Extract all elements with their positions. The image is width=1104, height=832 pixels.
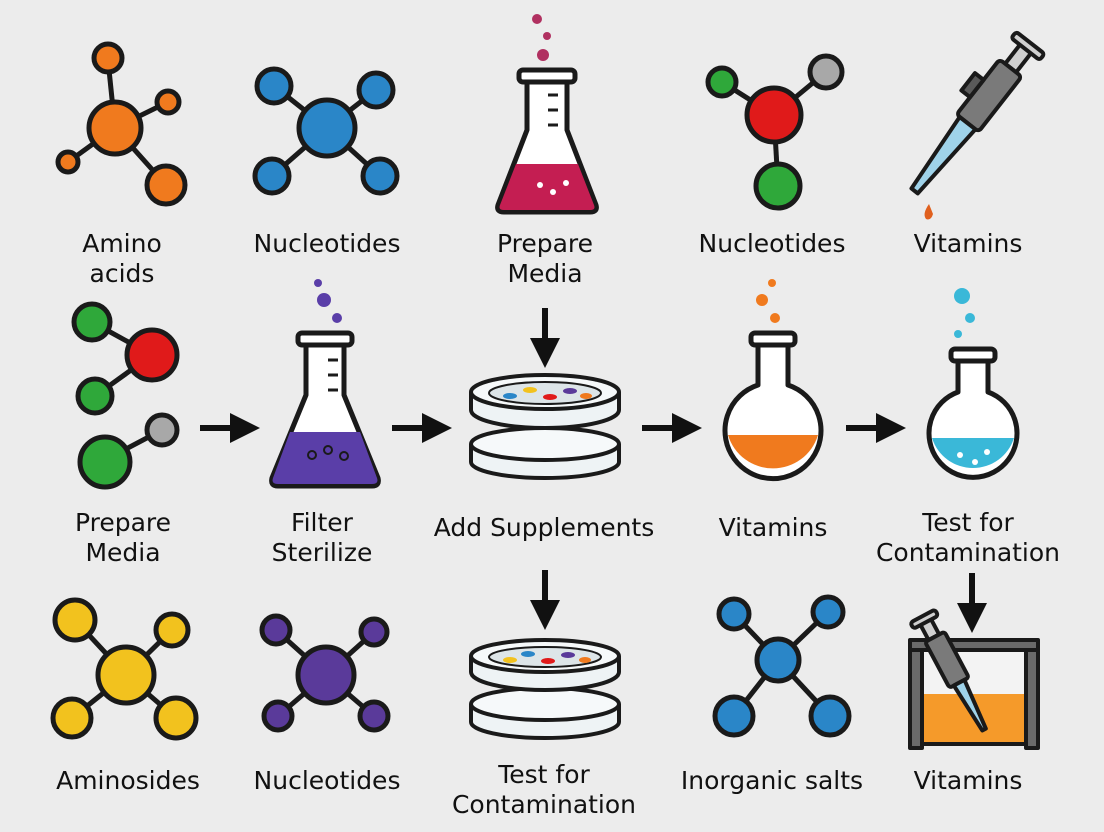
aminosides-molecule-icon <box>50 597 199 741</box>
label-add-supplements: Add Supplements <box>433 513 655 542</box>
petri-dish-stack-icon-2 <box>469 638 621 740</box>
label-amino-acids: Amino acids <box>82 229 162 288</box>
nucleotides-molecule-icon-2 <box>705 53 845 211</box>
label-nucleotides-bottom: Nucleotides <box>253 766 401 795</box>
inorganic-salts-molecule-icon <box>712 594 852 738</box>
water-bath-pipette-icon <box>908 608 1040 750</box>
amino-acids-molecule-icon <box>55 41 188 207</box>
petri-dish-stack-icon <box>469 373 621 480</box>
label-test-contamination-bottom: Test for Contamination <box>451 760 637 819</box>
label-aminosides: Aminosides <box>56 766 200 795</box>
label-nucleotides-top-2: Nucleotides <box>698 229 846 258</box>
filter-sterilize-flask-icon <box>269 279 381 489</box>
label-vitamins-top: Vitamins <box>913 229 1023 258</box>
label-prepare-media-top: Prepare Media <box>496 229 594 288</box>
prepare-media-molecule-icon <box>71 301 180 490</box>
pipette-icon <box>909 30 1046 220</box>
label-vitamins-mid: Vitamins <box>718 513 828 542</box>
label-prepare-media-mid: Prepare Media <box>74 508 172 567</box>
label-test-contamination-mid: Test for Contamination <box>875 508 1061 567</box>
label-nucleotides-top-1: Nucleotides <box>253 229 401 258</box>
nucleotides-molecule-icon-3 <box>259 613 391 733</box>
label-vitamins-bottom: Vitamins <box>913 766 1023 795</box>
test-contamination-flask-icon <box>926 288 1020 480</box>
label-filter-sterilize: Filter Sterilize <box>271 508 373 567</box>
vitamins-round-flask-icon <box>722 279 824 482</box>
label-inorganic-salts: Inorganic salts <box>680 766 864 795</box>
nucleotides-molecule-icon <box>252 66 400 196</box>
prepare-media-flask-icon <box>495 14 599 215</box>
